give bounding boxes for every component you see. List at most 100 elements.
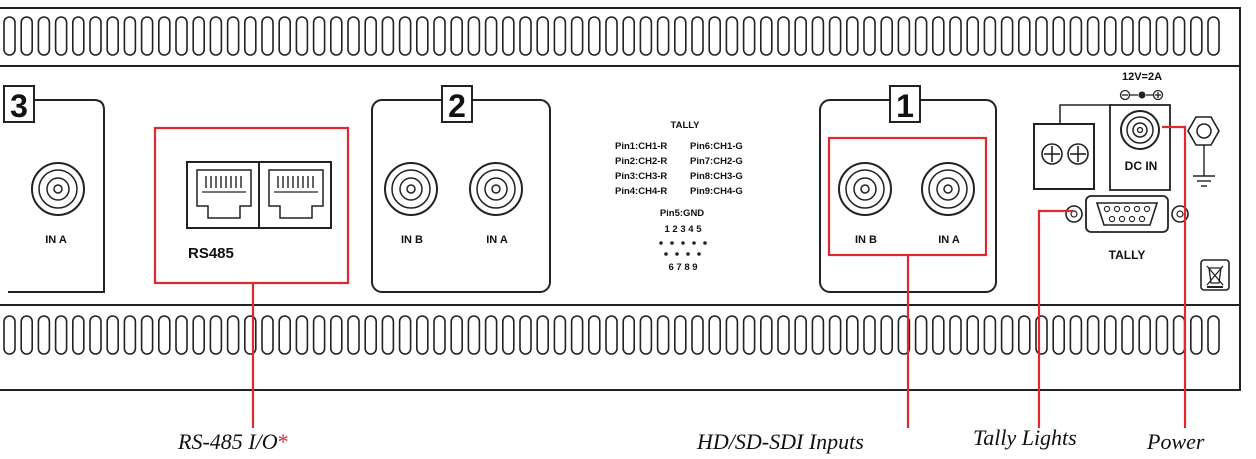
- section-1-number-box: [889, 85, 921, 123]
- vent-slot: [673, 16, 687, 56]
- vent-slot: [3, 16, 16, 56]
- terminal-block[interactable]: [1033, 123, 1095, 190]
- vent-slot: [570, 315, 584, 355]
- tally-table-title: TALLY: [670, 120, 700, 131]
- tally-top-pin-numbers: 1 2 3 4 5: [665, 224, 703, 235]
- vent-slot: [811, 315, 825, 355]
- bnc-connector-2b[interactable]: [384, 162, 438, 216]
- vent-slot: [467, 315, 481, 355]
- vent-slot: [777, 315, 790, 355]
- vent-slot: [863, 315, 876, 355]
- bnc-connector-1a[interactable]: [921, 162, 975, 216]
- section-3-in-a-label: IN A: [45, 234, 67, 246]
- section-3-number-box: [3, 85, 35, 123]
- tally-pinout-table: TALLY Pin1:CH1-R Pin6:CH1-G Pin2:CH2-R P…: [615, 120, 743, 273]
- section-1-in-a-label: IN A: [938, 234, 960, 246]
- vent-slot: [1086, 16, 1100, 56]
- vent-slot: [553, 315, 567, 355]
- ground-terminal-icon: [1187, 116, 1220, 187]
- tally-leader-line: [1037, 209, 1074, 428]
- vent-slot: [966, 315, 980, 355]
- bnc-connector-1b[interactable]: [838, 162, 892, 216]
- vent-slot: [1207, 16, 1220, 56]
- db9-pin: [1108, 215, 1116, 223]
- vent-slot: [140, 16, 154, 56]
- rs485-highlight-box: [153, 126, 350, 285]
- vent-slot: [278, 16, 292, 56]
- vent-slot: [742, 16, 756, 56]
- vent-slot: [794, 315, 808, 355]
- vent-slot: [622, 315, 636, 355]
- bnc-connector-2a[interactable]: [469, 162, 523, 216]
- polarity-symbol: [1119, 89, 1164, 101]
- rs485-port-group: RS485: [186, 161, 332, 262]
- tally-row-4-left: Pin4:CH4-R: [615, 186, 667, 197]
- rj45-jack-right[interactable]: [268, 169, 324, 219]
- vent-slot: [54, 16, 68, 56]
- tally-pin-dot: [675, 252, 679, 256]
- vent-slot: [175, 16, 188, 56]
- dc-in-connector[interactable]: [1120, 110, 1160, 150]
- vent-slot: [811, 16, 825, 56]
- vent-slot: [639, 315, 653, 355]
- tally-pin-dot: [703, 241, 707, 245]
- vent-slot: [20, 16, 34, 56]
- callout-rs485-asterisk: *: [277, 429, 289, 454]
- vent-slot: [1155, 315, 1169, 355]
- vent-slot: [897, 16, 911, 56]
- vent-slot: [158, 16, 171, 56]
- vent-slot: [364, 315, 378, 355]
- vent-slots-top: [3, 16, 1220, 56]
- vent-slot: [347, 315, 360, 355]
- tally-row-1-right: Pin6:CH1-G: [690, 141, 743, 152]
- vent-slot: [1069, 16, 1083, 56]
- db9-pin: [1123, 205, 1131, 213]
- rs485-label: RS485: [188, 245, 234, 262]
- vent-slot: [381, 16, 395, 56]
- vent-slot: [742, 315, 756, 355]
- vent-slot: [37, 315, 51, 355]
- vent-slot: [1104, 315, 1117, 355]
- tally-pin-dot: [686, 252, 690, 256]
- db9-pin: [1103, 205, 1111, 213]
- section-3-number: 3: [10, 88, 28, 124]
- vent-slot: [845, 16, 859, 56]
- vent-slot: [467, 16, 481, 56]
- vent-slot: [192, 315, 205, 355]
- db9-tally-connector[interactable]: [1065, 195, 1189, 233]
- vent-slot: [1190, 315, 1203, 355]
- vent-slot: [725, 315, 739, 355]
- rj45-jack-left[interactable]: [196, 169, 252, 219]
- vent-slot: [106, 315, 119, 355]
- vent-slot: [828, 16, 842, 56]
- vent-slot: [931, 16, 945, 56]
- vent-slot: [983, 315, 997, 355]
- vent-slot: [501, 16, 515, 56]
- vent-slot: [880, 315, 894, 355]
- vent-slot: [450, 315, 464, 355]
- vent-slot: [1086, 315, 1100, 355]
- callout-rs485: RS-485 I/O*: [178, 429, 289, 455]
- vent-slot: [759, 16, 773, 56]
- vent-slot: [794, 16, 808, 56]
- vent-slot: [1155, 16, 1169, 56]
- vent-slot: [536, 16, 550, 56]
- vent-slot: [777, 16, 790, 56]
- vent-slot: [433, 315, 446, 355]
- bnc-connector-3a[interactable]: [31, 162, 85, 216]
- tally-bottom-pin-numbers: 6 7 8 9: [668, 262, 697, 273]
- vent-slot: [691, 315, 704, 355]
- vent-slot: [708, 16, 722, 56]
- vent-slot: [244, 315, 257, 355]
- vent-slot: [261, 315, 274, 355]
- vent-slot: [897, 315, 911, 355]
- vent-slot: [536, 315, 550, 355]
- vent-slot: [123, 315, 137, 355]
- dc-rating-label: 12V=2A: [1122, 71, 1162, 83]
- sdi-inputs-highlight-box: [827, 136, 988, 257]
- vent-slot: [914, 16, 928, 56]
- db9-pin: [1138, 215, 1146, 223]
- input-section-3: 3 IN A: [3, 85, 105, 293]
- vent-slot: [278, 315, 292, 355]
